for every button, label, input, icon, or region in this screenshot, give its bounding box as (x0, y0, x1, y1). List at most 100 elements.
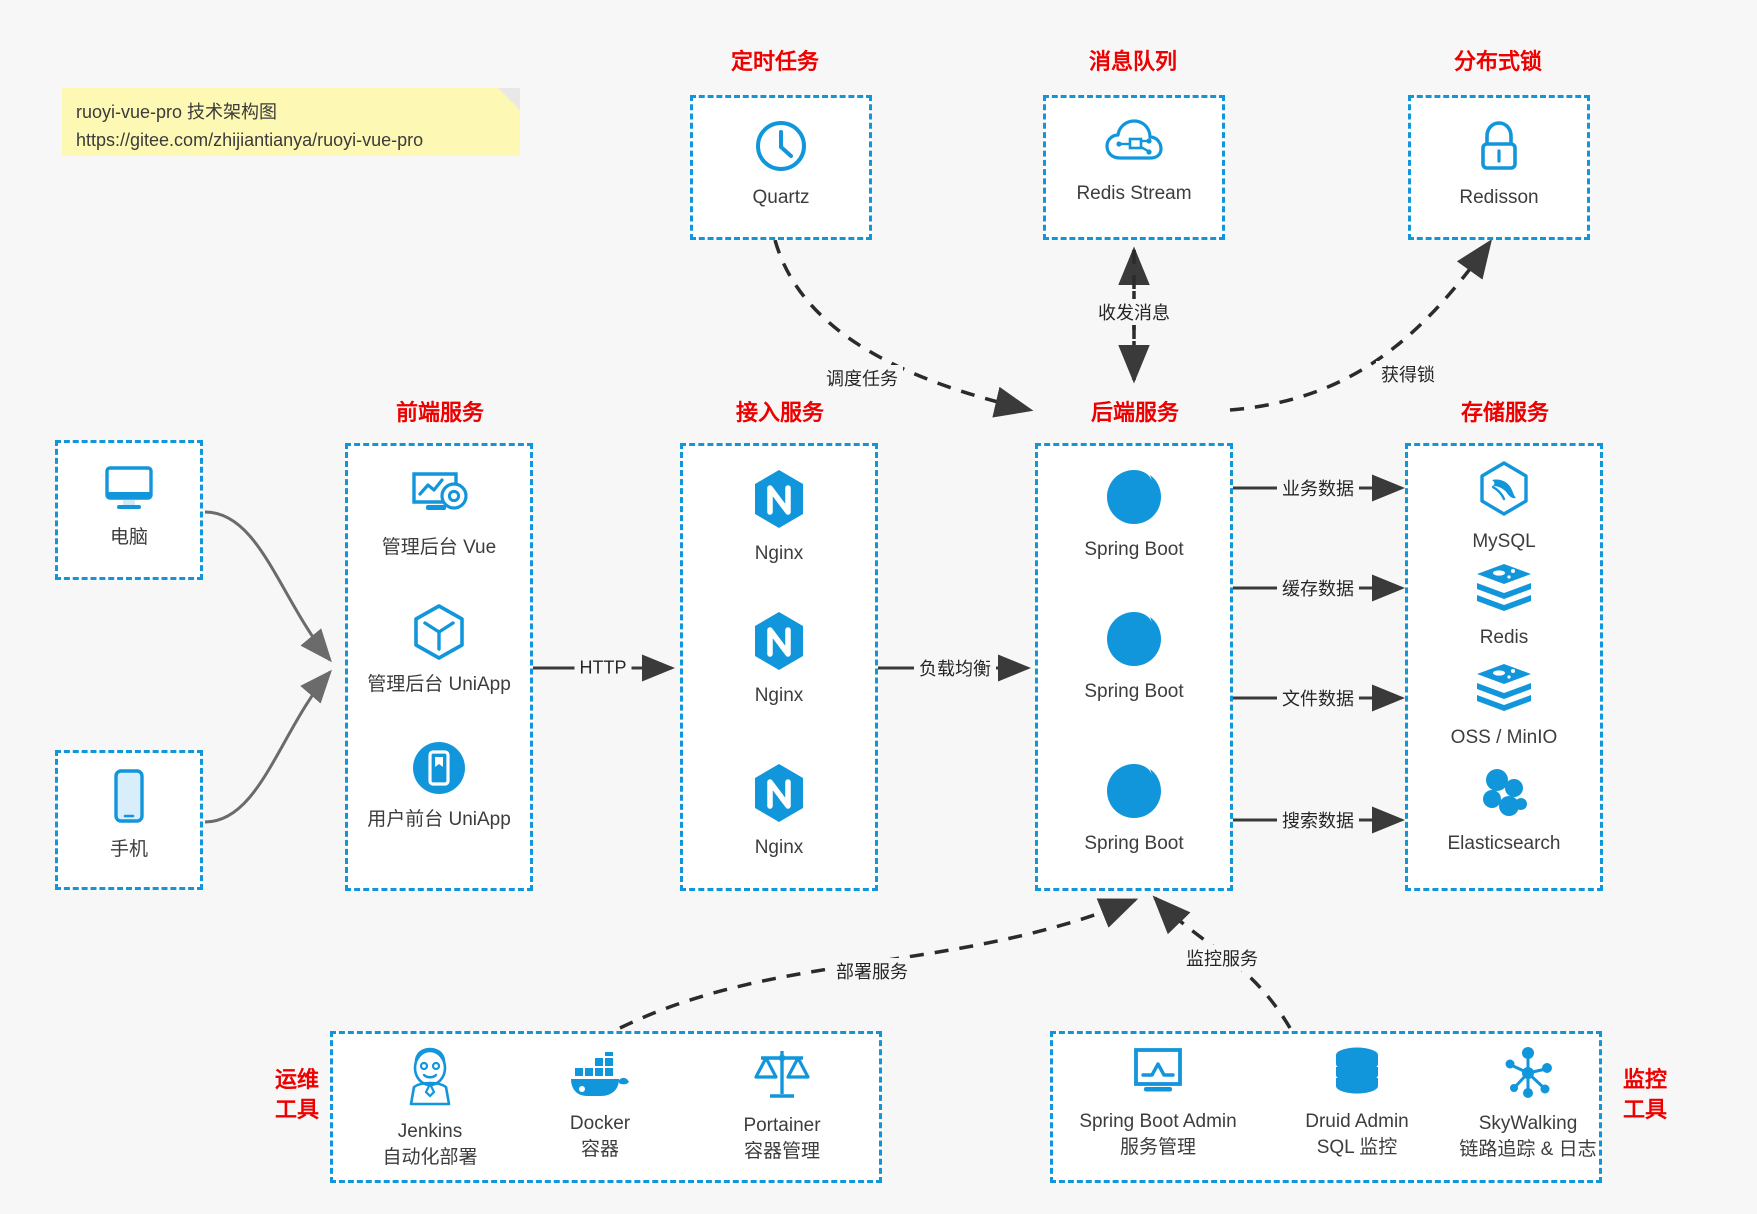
node-redisson[interactable]: Redisson (1408, 118, 1590, 211)
group-mq (1043, 95, 1225, 240)
node-label: Nginx (754, 685, 804, 706)
group-title-monitor-line1: 监控 (1622, 1067, 1667, 1092)
node-label: 管理后台 UniApp (367, 674, 511, 695)
node-label: Nginx (754, 543, 804, 564)
edge-label-acquire-lock: 获得锁 (1376, 361, 1440, 387)
group-title-monitor: 监控 工具 (1610, 1065, 1680, 1125)
group-title-mq: 消息队列 (1088, 49, 1177, 74)
node-nginx-3[interactable]: Nginx (680, 762, 878, 861)
node-label: 用户前台 UniApp (367, 809, 511, 830)
edge-label-send-receive-message: 收发消息 (1093, 299, 1175, 325)
node-label: Druid Admin (1305, 1111, 1409, 1132)
node-portainer[interactable]: Portainer 容器管理 (697, 1046, 867, 1165)
monitor-icon (101, 462, 157, 519)
monitor-chart-icon (1129, 1046, 1187, 1103)
group-pc (55, 440, 203, 580)
node-user-uniapp[interactable]: 用户前台 UniApp (345, 740, 533, 833)
nginx-icon (751, 762, 807, 829)
group-title-monitor-line2: 工具 (1622, 1097, 1667, 1122)
node-sublabel: 服务管理 (1119, 1137, 1196, 1158)
node-redis[interactable]: Redis (1405, 562, 1603, 651)
node-label: Jenkins (397, 1121, 463, 1142)
nginx-icon (751, 610, 807, 677)
scales-icon (753, 1046, 811, 1107)
edge-label-cache-data: 缓存数据 (1277, 575, 1359, 601)
node-sublabel: 容器 (580, 1139, 619, 1160)
node-mobile[interactable]: 手机 (55, 768, 203, 863)
node-label: Quartz (752, 187, 810, 208)
node-admin-uniapp[interactable]: 管理后台 UniApp (345, 603, 533, 698)
group-title-scheduler: 定时任务 (730, 49, 819, 74)
note-fold-icon (498, 88, 520, 110)
smartphone-icon (109, 768, 149, 831)
edge-label-business-data: 业务数据 (1277, 475, 1359, 501)
node-oss-minio[interactable]: OSS / MinIO (1405, 662, 1603, 751)
node-label: Spring Boot (1084, 539, 1184, 560)
node-label: Elasticsearch (1447, 833, 1561, 854)
node-redis-stream[interactable]: Redis Stream (1043, 118, 1225, 207)
node-elasticsearch[interactable]: Elasticsearch (1405, 766, 1603, 857)
cloud-network-icon (1104, 118, 1164, 175)
group-title-devops: 运维 工具 (262, 1065, 332, 1125)
node-springboot-2[interactable]: Spring Boot (1035, 610, 1233, 705)
node-sublabel: 链路追踪 & 日志 (1459, 1139, 1597, 1160)
mobile-app-icon (411, 740, 467, 801)
node-label: Docker (569, 1113, 631, 1134)
spring-leaf-icon (1105, 762, 1163, 825)
database-icon (1331, 1046, 1383, 1103)
nginx-icon (751, 468, 807, 535)
node-label: Spring Boot (1084, 833, 1184, 854)
node-springboot-1[interactable]: Spring Boot (1035, 468, 1233, 563)
node-quartz[interactable]: Quartz (690, 118, 872, 211)
redis-stack-icon (1475, 562, 1533, 619)
edge-label-load-balance: 负载均衡 (914, 655, 996, 681)
node-label: SkyWalking (1478, 1113, 1578, 1134)
node-mysql[interactable]: MySQL (1405, 460, 1603, 555)
mysql-dolphin-icon (1476, 460, 1532, 523)
group-title-frontend: 前端服务 (395, 400, 484, 425)
dashboard-gear-icon (408, 468, 470, 529)
hexagon-cube-icon (411, 603, 467, 666)
node-nginx-1[interactable]: Nginx (680, 468, 878, 567)
group-title-devops-line2: 工具 (274, 1097, 319, 1122)
lock-icon (1473, 118, 1525, 179)
node-druid-admin[interactable]: Druid Admin SQL 监控 (1262, 1046, 1452, 1161)
node-label: MySQL (1472, 531, 1536, 552)
node-nginx-2[interactable]: Nginx (680, 610, 878, 709)
node-skywalking[interactable]: SkyWalking 链路追踪 & 日志 (1428, 1046, 1628, 1163)
node-label: Nginx (754, 837, 804, 858)
docker-whale-icon (569, 1048, 631, 1105)
node-jenkins[interactable]: Jenkins 自动化部署 (345, 1046, 515, 1171)
node-label: 手机 (109, 839, 148, 860)
jenkins-butler-icon (402, 1046, 458, 1113)
edge-label-monitor-service: 监控服务 (1181, 945, 1263, 971)
skywalking-nodes-icon (1500, 1046, 1556, 1105)
edge-label-deploy-service: 部署服务 (831, 958, 913, 984)
elasticsearch-icon (1476, 766, 1532, 825)
node-admin-vue[interactable]: 管理后台 Vue (345, 468, 533, 561)
node-label: Redis (1479, 627, 1529, 648)
note-card: ruoyi-vue-pro 技术架构图 https://gitee.com/zh… (62, 88, 520, 156)
node-sublabel: SQL 监控 (1316, 1137, 1398, 1158)
node-label: Spring Boot (1084, 681, 1184, 702)
node-label: OSS / MinIO (1450, 727, 1558, 748)
group-frontend (345, 443, 533, 891)
group-monitor (1050, 1031, 1602, 1183)
node-docker[interactable]: Docker 容器 (515, 1048, 685, 1163)
edge-label-http: HTTP (574, 657, 632, 679)
node-sublabel: 自动化部署 (382, 1147, 478, 1168)
group-title-storage: 存储服务 (1460, 400, 1549, 425)
spring-leaf-icon (1105, 610, 1163, 673)
note-line-1: ruoyi-vue-pro 技术架构图 (76, 102, 278, 122)
node-pc[interactable]: 电脑 (55, 462, 203, 551)
node-springboot-3[interactable]: Spring Boot (1035, 762, 1233, 857)
edge-label-search-data: 搜索数据 (1277, 807, 1359, 833)
edge-label-schedule-task: 调度任务 (821, 365, 903, 391)
node-label: 电脑 (109, 527, 148, 548)
edge-label-file-data: 文件数据 (1277, 685, 1359, 711)
node-label: Spring Boot Admin (1079, 1111, 1237, 1132)
node-label: Portainer (743, 1115, 821, 1136)
group-title-lock: 分布式锁 (1453, 49, 1542, 74)
node-spring-boot-admin[interactable]: Spring Boot Admin 服务管理 (1058, 1046, 1258, 1161)
